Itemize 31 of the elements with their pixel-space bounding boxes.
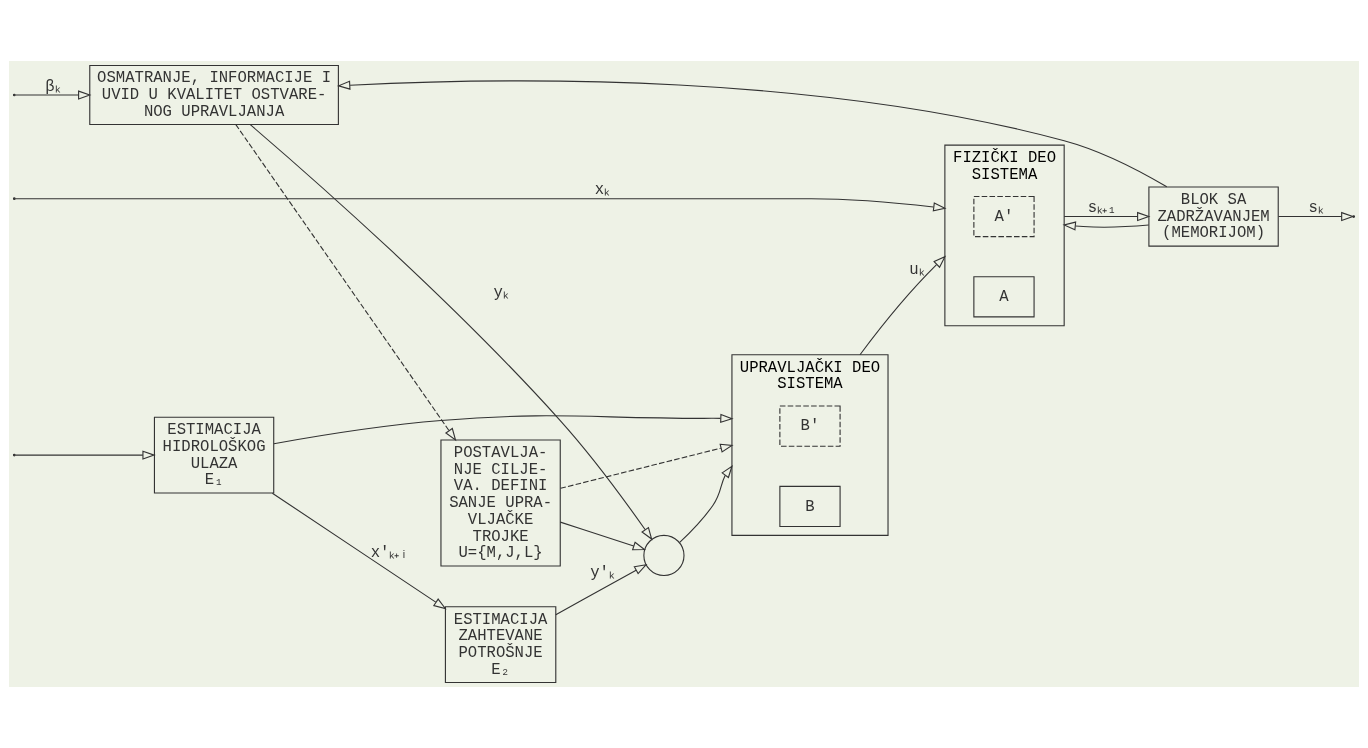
edge-label: βₖ [45,77,60,96]
edge-label: x'ₖ₊ᵢ [370,543,409,562]
edge-label: sₖ₊₁ [1087,199,1117,218]
arrow [336,80,1168,188]
arrow [14,198,947,212]
arrow [1063,211,1151,222]
node-box: ESTIMACIJA HIDROLOŠKOG ULAZA E₁ [153,416,275,494]
node-box: B [779,485,841,527]
arrow [560,443,734,489]
edge-label: uₖ [909,260,924,279]
node-box: A [973,276,1035,318]
node-box: BLOK SA ZADRŽAVANJEM (MEMORIJOM) [1148,186,1279,247]
node-box: A' [973,195,1035,238]
arrow [235,124,457,442]
edge-label: yₖ [493,284,508,303]
arrow [555,563,648,616]
arrow [271,492,447,610]
node-box: OSMATRANJE, INFORMACIJE I UVID U KVALITET OSTVARE- NOG UPRAVLJANJA [89,64,339,126]
edge-label: xₖ [594,181,610,200]
node-box: B' [779,405,841,447]
arrow [249,124,653,541]
arrow [1062,221,1150,231]
node-box: POSTAVLJA- NJE CILJE- VA. DEFINI SANJE UPRA- VLJAČKE TROJKE U={M,J,L} [440,439,561,567]
edge-label: sₖ [1308,199,1323,218]
arrow [273,413,734,445]
node-box: ESTIMACIJA ZAHTEVANE POTROŠNJE E₂ [444,606,557,684]
edge-label: y'ₖ [590,563,614,582]
arrow [859,255,947,356]
arrow [559,521,647,551]
arrow [679,464,733,543]
node-circle [643,534,685,577]
